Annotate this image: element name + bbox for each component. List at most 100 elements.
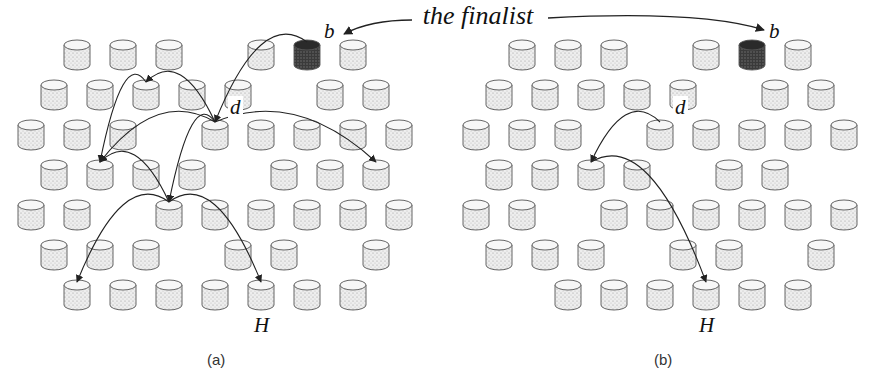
cylinder (340, 120, 366, 150)
cylinder (463, 120, 489, 150)
cylinder (248, 200, 274, 230)
finalist-cylinder (739, 40, 765, 70)
cylinder (133, 80, 159, 110)
cylinder (532, 80, 558, 110)
cylinder (64, 200, 90, 230)
cylinder (739, 120, 765, 150)
cylinder (202, 120, 228, 150)
cylinder (532, 240, 558, 270)
cylinder (156, 280, 182, 310)
cylinder (762, 80, 788, 110)
cylinder (317, 160, 343, 190)
cylinder (340, 40, 366, 70)
finalist-pointer (344, 20, 412, 34)
cylinder (110, 40, 136, 70)
cylinder (716, 240, 742, 270)
cylinder (647, 200, 673, 230)
cylinder (601, 200, 627, 230)
cylinder (578, 80, 604, 110)
cylinder-label: H (697, 314, 716, 337)
cylinder (18, 200, 44, 230)
hop-arrow (169, 114, 215, 202)
cylinder (363, 80, 389, 110)
cylinder (64, 40, 90, 70)
cylinder (739, 200, 765, 230)
cylinder (87, 160, 113, 190)
hop-arrow (77, 194, 169, 282)
cylinder (156, 200, 182, 230)
finalist-label: the finalist (421, 2, 536, 31)
cylinder (110, 280, 136, 310)
cylinder (64, 280, 90, 310)
cylinder-label: d (228, 96, 243, 119)
cylinder (41, 240, 67, 270)
cylinder (271, 240, 297, 270)
cylinder (670, 240, 696, 270)
cylinder (555, 280, 581, 310)
cylinder (179, 160, 205, 190)
cylinder (463, 200, 489, 230)
cylinder (64, 120, 90, 150)
cylinder (509, 120, 535, 150)
cylinder (831, 200, 857, 230)
hop-arrow (169, 194, 261, 282)
hop-arrow (100, 111, 215, 162)
cylinder-label: b (322, 20, 337, 43)
cylinder (808, 80, 834, 110)
cylinder (693, 120, 719, 150)
hop-arrow (215, 34, 307, 122)
cylinder (808, 240, 834, 270)
cylinder (647, 280, 673, 310)
panel-label: (b) (652, 352, 674, 369)
cylinder (386, 120, 412, 150)
cylinder (156, 40, 182, 70)
cylinder (87, 80, 113, 110)
hop-arrow (591, 156, 706, 282)
cylinder (294, 120, 320, 150)
cylinder (532, 160, 558, 190)
cylinder (202, 280, 228, 310)
cylinder (340, 280, 366, 310)
cylinder (601, 280, 627, 310)
cylinder (762, 160, 788, 190)
cylinder (555, 120, 581, 150)
cylinder (225, 240, 251, 270)
cylinder (271, 160, 297, 190)
cylinder (647, 120, 673, 150)
cylinder (248, 120, 274, 150)
cylinder (317, 80, 343, 110)
finalist-cylinder (294, 40, 320, 70)
cylinder (601, 40, 627, 70)
cylinder (87, 240, 113, 270)
cylinder (693, 280, 719, 310)
cylinder (509, 40, 535, 70)
cylinder (41, 160, 67, 190)
panel-label: (a) (205, 352, 227, 369)
cylinder-label: b (767, 20, 782, 43)
cylinder (693, 40, 719, 70)
cylinder (555, 40, 581, 70)
cylinder (509, 200, 535, 230)
hop-arrow (100, 151, 169, 202)
cylinder (693, 200, 719, 230)
cylinder (785, 120, 811, 150)
cylinder (486, 240, 512, 270)
cylinder (18, 120, 44, 150)
cylinder (785, 40, 811, 70)
cylinder-label: d (673, 96, 688, 119)
cylinder (831, 120, 857, 150)
hop-arrow (100, 74, 146, 162)
cylinder (41, 80, 67, 110)
cylinder (624, 80, 650, 110)
finalist-pointer (548, 16, 764, 30)
hop-arrow (591, 111, 660, 162)
cylinder (739, 280, 765, 310)
cylinder (785, 200, 811, 230)
cylinder (386, 200, 412, 230)
cylinder (578, 160, 604, 190)
cylinder (340, 200, 366, 230)
cylinder-label: H (252, 314, 271, 337)
cylinder (363, 160, 389, 190)
cylinder (248, 280, 274, 310)
